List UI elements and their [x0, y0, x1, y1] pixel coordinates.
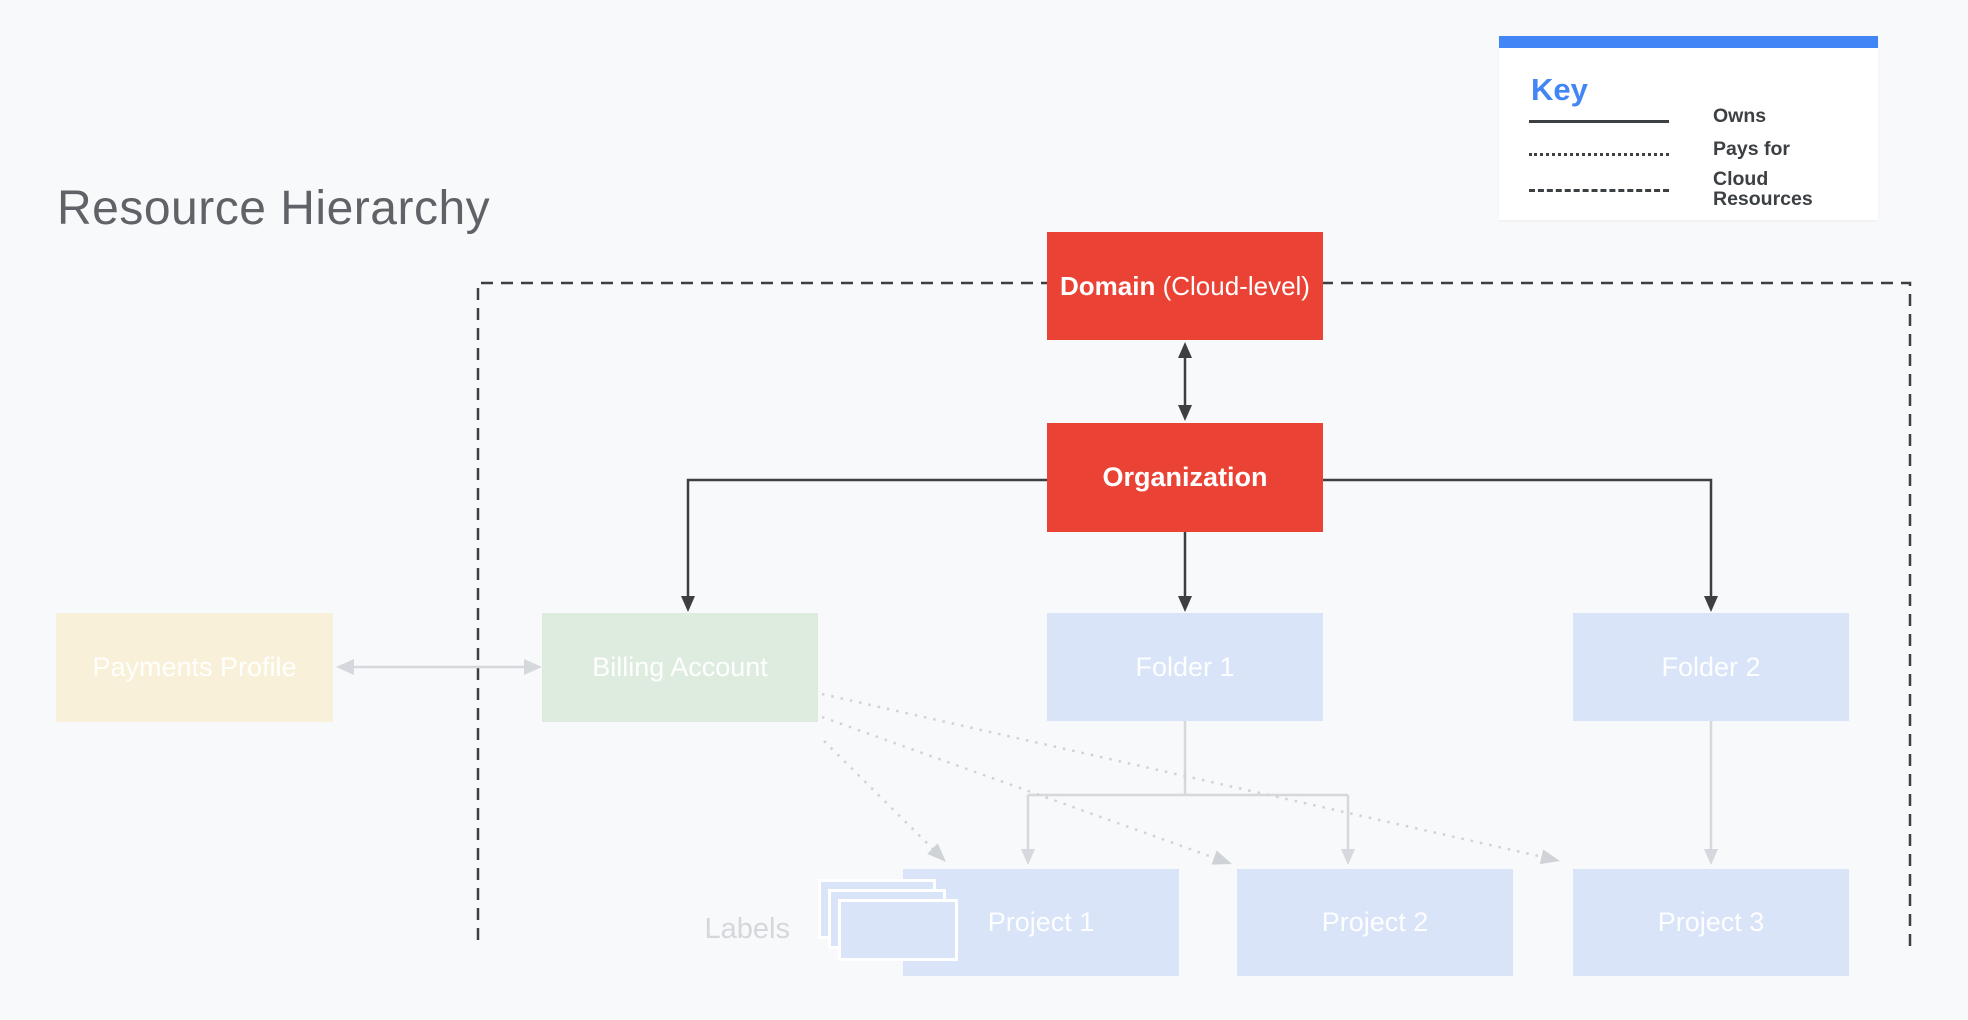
legend-owns-label: Owns	[1713, 105, 1767, 127]
legend-paysfor-label: Pays for	[1713, 138, 1790, 160]
arrow-folder2-project3	[1704, 721, 1718, 865]
legend-paysfor-line-sample	[1529, 153, 1669, 156]
billing-account-node: Billing Account	[542, 613, 818, 722]
owns-arrow-organization-folder1	[1178, 532, 1192, 612]
folder2-node: Folder 2	[1573, 613, 1849, 721]
folder1-node: Folder 1	[1047, 613, 1323, 721]
domain-node-sublabel: (Cloud-level)	[1155, 270, 1310, 301]
legend-accent-bar	[1499, 36, 1878, 48]
legend-owns-line-sample	[1529, 120, 1669, 123]
legend-key-card: Key Owns Pays for Cloud Resources	[1499, 36, 1878, 220]
cloud-resources-boundary	[476, 281, 1912, 951]
billing-account-label: Billing Account	[592, 652, 768, 682]
owns-arrow-domain-organization	[1178, 342, 1192, 421]
page-title: Resource Hierarchy	[57, 182, 491, 235]
folder1-label: Folder 1	[1135, 651, 1235, 682]
project3-node: Project 3	[1573, 869, 1849, 976]
legend-cloudresources-label: Cloud Resources	[1713, 168, 1813, 210]
labels-stack-card-front	[838, 899, 958, 961]
arrow-payments-billing	[336, 659, 542, 675]
organization-node: Organization	[1047, 423, 1323, 532]
arrow-folder1-projects	[1021, 721, 1355, 865]
project1-label: Project 1	[987, 907, 1095, 937]
project3-label: Project 3	[1657, 907, 1765, 937]
project2-label: Project 2	[1321, 907, 1429, 937]
legend-heading: Key	[1531, 72, 1588, 107]
legend-cloudresources-line-sample	[1529, 189, 1669, 192]
payments-profile-node: Payments Profile	[56, 613, 333, 722]
owns-arrow-organization-folder2	[1323, 478, 1718, 612]
folder2-label: Folder 2	[1661, 651, 1761, 682]
organization-node-label: Organization	[1102, 462, 1268, 492]
domain-node-label: Domain	[1060, 270, 1156, 301]
domain-node: Domain (Cloud-level)	[1047, 232, 1323, 340]
labels-caption: Labels	[704, 913, 790, 945]
payments-profile-label: Payments Profile	[92, 652, 297, 682]
pays-for-lines-billing-projects	[821, 692, 1560, 865]
owns-arrow-organization-billing	[681, 478, 1047, 612]
project2-node: Project 2	[1237, 869, 1513, 976]
